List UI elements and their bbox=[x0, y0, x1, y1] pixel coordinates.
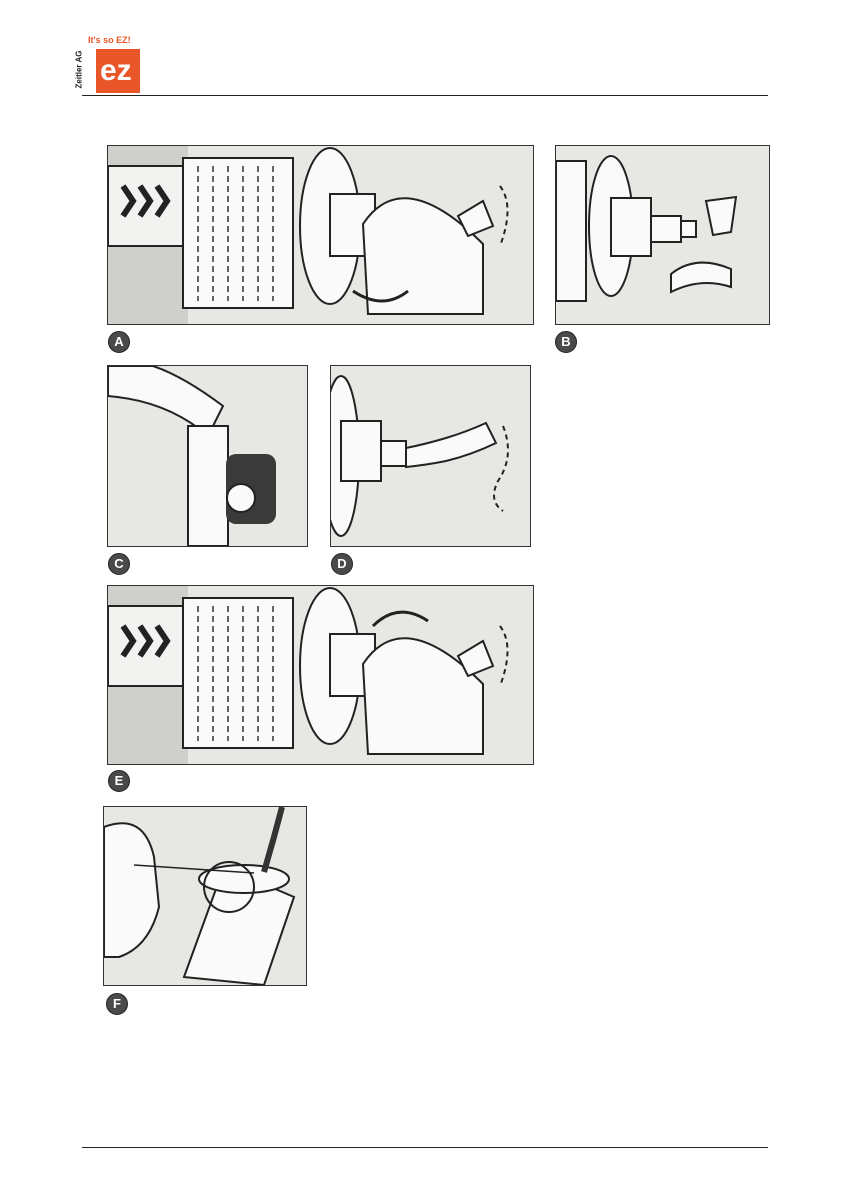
header-rule bbox=[82, 95, 768, 96]
figure-a-image bbox=[107, 145, 534, 325]
footer-rule bbox=[82, 1147, 768, 1148]
company-logo: It's so EZ! Zeitler AG ez bbox=[82, 35, 140, 93]
figure-f-image bbox=[103, 806, 307, 986]
figure-a-label: A bbox=[108, 331, 130, 353]
figure-e-image bbox=[107, 585, 534, 765]
figure-d-label: D bbox=[331, 553, 353, 575]
logo-company-name: Zeitler AG bbox=[74, 51, 83, 89]
figure-f-label: F bbox=[106, 993, 128, 1015]
logo-text: ez bbox=[100, 49, 132, 93]
figure-c-label: C bbox=[108, 553, 130, 575]
figure-c-image bbox=[107, 365, 308, 547]
figure-b-image bbox=[555, 145, 770, 325]
figure-d-image bbox=[330, 365, 531, 547]
logo-tagline: It's so EZ! bbox=[88, 35, 131, 45]
figure-b-label: B bbox=[555, 331, 577, 353]
figure-e-label: E bbox=[108, 770, 130, 792]
